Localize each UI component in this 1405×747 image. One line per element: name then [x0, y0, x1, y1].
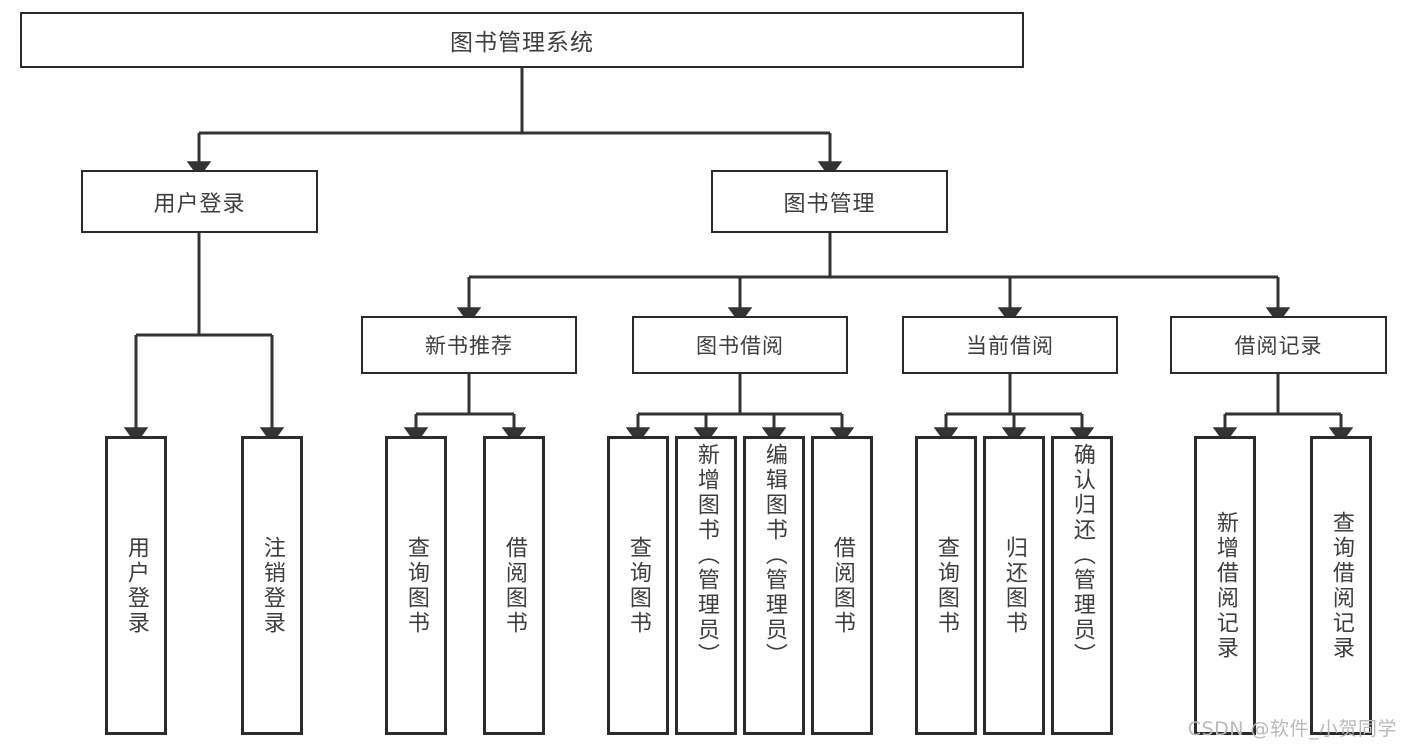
node-label: 编辑图书（管理员） — [761, 443, 787, 668]
node-user-login[interactable]: 用户登录 — [81, 170, 318, 233]
node-root-system[interactable]: 图书管理系统 — [20, 12, 1024, 68]
leaf-return-book[interactable]: 归还图书 — [983, 436, 1045, 735]
node-label: 用户登录 — [123, 535, 149, 636]
node-label: 图书管理 — [783, 191, 876, 217]
leaf-add-book-admin[interactable]: 新增图书（管理员） — [675, 436, 737, 735]
node-label: 新增借阅记录 — [1212, 510, 1238, 661]
node-label: 借阅图书 — [501, 535, 527, 636]
node-label: 查询借阅记录 — [1328, 510, 1354, 661]
leaf-logout[interactable]: 注销登录 — [241, 436, 303, 735]
leaf-edit-book-admin[interactable]: 编辑图书（管理员） — [743, 436, 805, 735]
leaf-inner: 查询图书 — [610, 439, 666, 732]
leaf-inner: 查询图书 — [918, 439, 974, 732]
leaf-borrow-book-newbook[interactable]: 借阅图书 — [483, 436, 545, 735]
node-book-management[interactable]: 图书管理 — [711, 170, 948, 233]
leaf-inner: 用户登录 — [108, 439, 164, 732]
leaf-borrow-book-borrow[interactable]: 借阅图书 — [811, 436, 873, 735]
leaf-inner: 借阅图书 — [486, 439, 542, 732]
node-label: 新书推荐 — [425, 334, 513, 358]
leaf-user-login[interactable]: 用户登录 — [105, 436, 167, 735]
node-label: 确认归还（管理员） — [1069, 443, 1095, 668]
node-label: 用户登录 — [153, 191, 246, 217]
leaf-inner: 确认归还（管理员） — [1054, 439, 1110, 732]
leaf-query-book-borrow[interactable]: 查询图书 — [607, 436, 669, 735]
leaf-inner: 查询图书 — [388, 439, 444, 732]
node-label: 图书管理系统 — [450, 30, 594, 56]
node-label: 注销登录 — [259, 535, 285, 636]
node-label: 新增图书（管理员） — [693, 443, 719, 668]
csdn-watermark: CSDN @软件_小贺同学 — [1187, 718, 1397, 740]
node-borrow-record[interactable]: 借阅记录 — [1170, 316, 1387, 374]
leaf-inner: 归还图书 — [986, 439, 1042, 732]
node-label: 当前借阅 — [966, 334, 1054, 358]
leaf-inner: 注销登录 — [244, 439, 300, 732]
node-label: 归还图书 — [1001, 535, 1027, 636]
node-label: 查询图书 — [625, 535, 651, 636]
node-label: 图书借阅 — [696, 334, 784, 358]
leaf-confirm-return-admin[interactable]: 确认归还（管理员） — [1051, 436, 1113, 735]
leaf-add-borrow-record[interactable]: 新增借阅记录 — [1194, 436, 1256, 735]
node-label: 借阅图书 — [829, 535, 855, 636]
leaf-inner: 新增图书（管理员） — [678, 439, 734, 732]
leaf-query-book-newbook[interactable]: 查询图书 — [385, 436, 447, 735]
node-label: 查询图书 — [403, 535, 429, 636]
leaf-query-borrow-record[interactable]: 查询借阅记录 — [1310, 436, 1372, 735]
node-label: 借阅记录 — [1234, 334, 1323, 358]
leaf-inner: 借阅图书 — [814, 439, 870, 732]
node-current-borrow[interactable]: 当前借阅 — [902, 316, 1118, 374]
node-book-borrow[interactable]: 图书借阅 — [632, 316, 848, 374]
leaf-inner: 新增借阅记录 — [1197, 439, 1253, 732]
node-label: 查询图书 — [933, 535, 959, 636]
leaf-inner: 查询借阅记录 — [1313, 439, 1369, 732]
leaf-inner: 编辑图书（管理员） — [746, 439, 802, 732]
node-new-book-recommend[interactable]: 新书推荐 — [361, 316, 577, 374]
leaf-query-book-current[interactable]: 查询图书 — [915, 436, 977, 735]
